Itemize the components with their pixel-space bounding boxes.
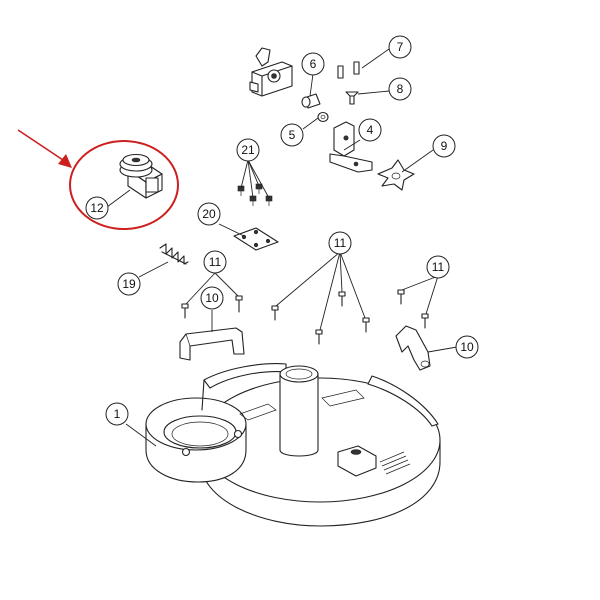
callout-11-center: 11 [328,231,352,255]
callout-5: 5 [280,123,304,147]
callout-8: 8 [388,77,412,101]
leader-lines [106,48,458,447]
svg-text:8: 8 [397,82,404,96]
callout-10-left: 10 [200,286,224,310]
part-1-base [145,363,441,527]
callout-1: 1 [105,402,129,426]
svg-text:10: 10 [460,340,474,354]
part-9-star-knob [377,159,415,191]
callout-19: 19 [117,272,141,296]
svg-text:21: 21 [241,143,255,157]
part-4-angle-bracket [329,121,373,173]
callout-12: 12 [85,196,109,220]
svg-text:11: 11 [209,255,222,269]
svg-text:9: 9 [441,139,448,153]
callout-4: 4 [358,118,382,142]
callout-6: 6 [301,52,325,76]
svg-text:11: 11 [334,236,347,250]
svg-text:5: 5 [289,128,296,142]
part-21-screws [237,183,273,206]
svg-text:6: 6 [310,57,317,71]
part-top-bracket-assembly [249,47,293,97]
part-6-bolt [301,93,321,109]
callout-20: 20 [197,202,221,226]
part-10-handle-left [179,327,245,361]
callout-11-right: 11 [426,255,450,279]
part-5-washer [317,111,329,123]
svg-text:4: 4 [367,123,374,137]
part-20-plate [233,227,279,251]
callout-11-left: 11 [203,250,227,274]
callout-9: 9 [432,134,456,158]
svg-text:20: 20 [202,207,216,221]
part-12-pulley-arm [119,153,163,199]
highlight-arrow-shaft [17,129,67,163]
part-19-spring [159,243,189,265]
callout-7: 7 [388,35,412,59]
svg-text:1: 1 [114,407,121,421]
svg-text:11: 11 [432,260,445,274]
svg-text:10: 10 [205,291,219,305]
callout-21: 21 [236,138,260,162]
callout-10-right: 10 [455,335,479,359]
svg-text:12: 12 [90,201,104,215]
part-8-screw [345,91,359,105]
highlight-arrow-head [58,154,72,168]
part-7-pins [337,61,360,79]
part-11-bolts [181,289,429,345]
highlight-ellipse [69,140,179,230]
part-10-handle-right [395,325,431,371]
svg-text:19: 19 [122,277,136,291]
highlight-annotation [17,129,179,230]
svg-text:7: 7 [397,40,404,54]
